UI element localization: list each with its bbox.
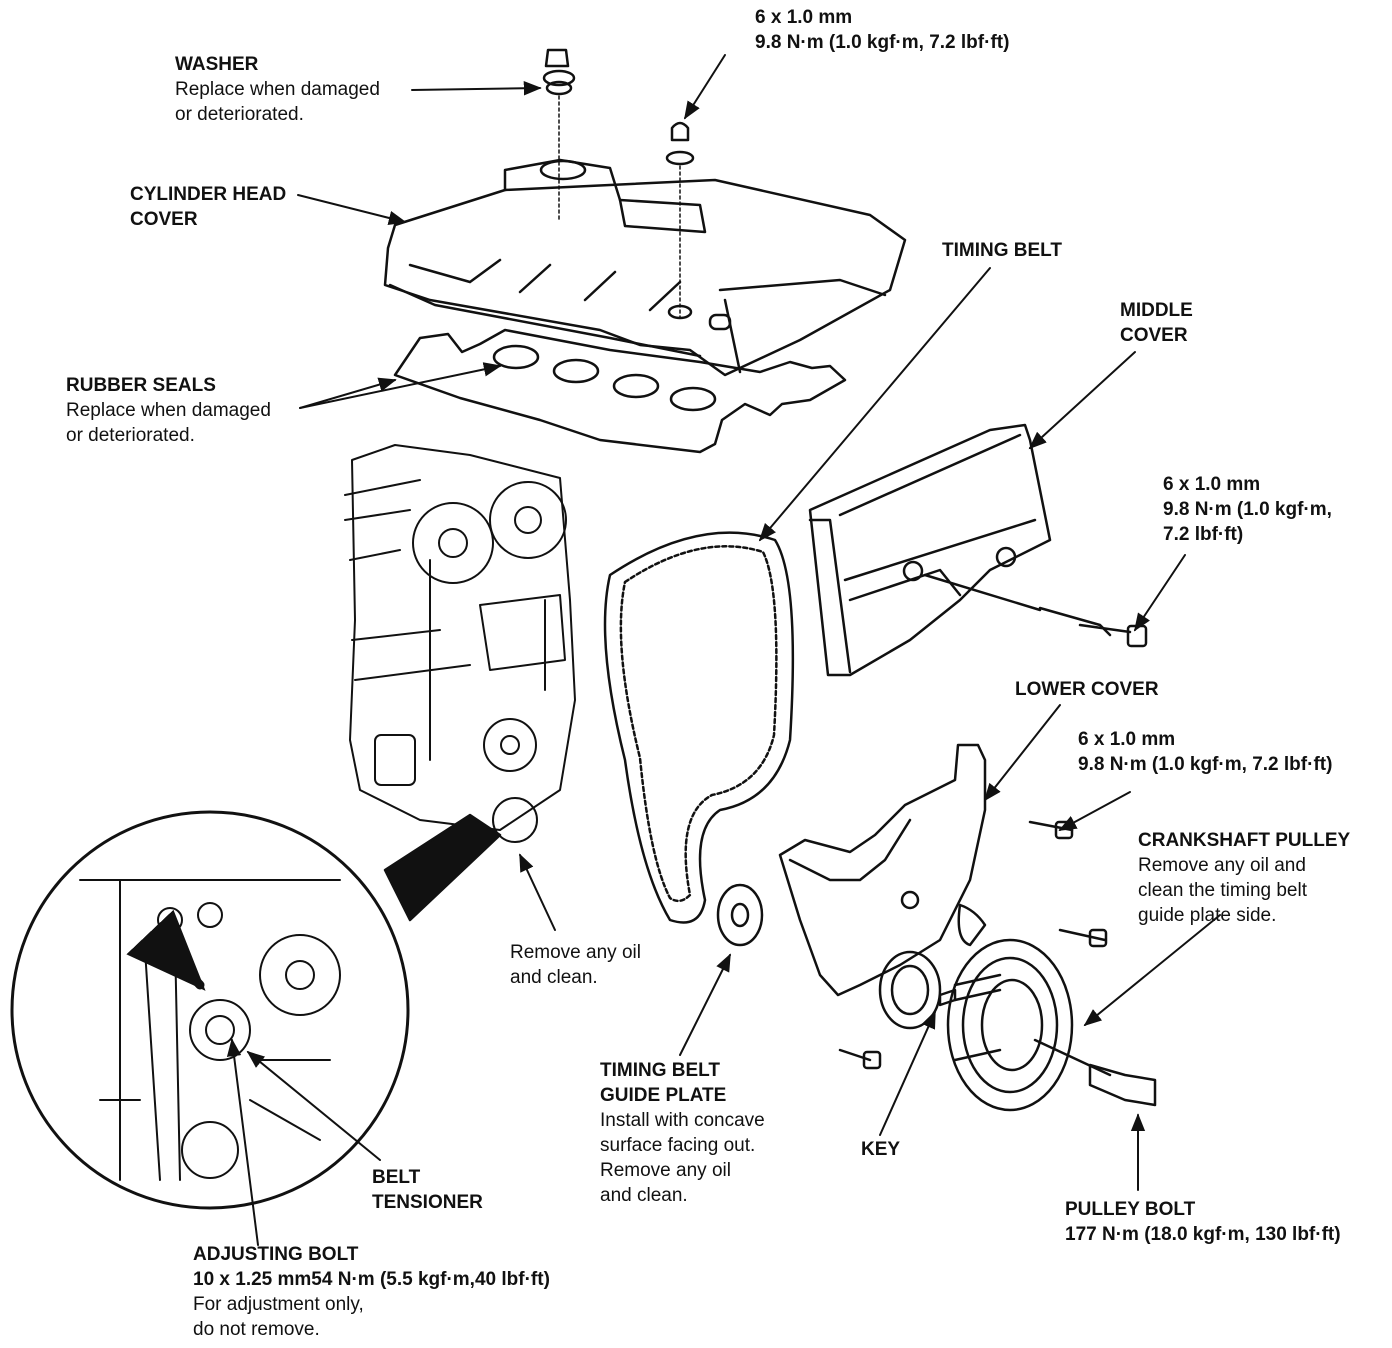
cylinder-head-cover-line-1: CYLINDER HEAD <box>130 184 287 205</box>
guide-plate-note-1: Install with concave <box>600 1110 765 1131</box>
key-label: KEY <box>861 1137 900 1162</box>
guide-plate-note-2: surface facing out. <box>600 1135 756 1156</box>
zoom-wedge <box>383 813 502 922</box>
belt-tensioner-line-2: TENSIONER <box>372 1192 483 1213</box>
inset-detail <box>10 810 410 1210</box>
cylinder-head-cover-label: CYLINDER HEAD COVER <box>130 182 286 232</box>
bolt-middle-spec: 6 x 1.0 mm 9.8 N·m (1.0 kgf·m, 7.2 lbf·f… <box>1163 472 1332 547</box>
washer-note-2: or deteriorated. <box>175 104 304 125</box>
rubber-seals-note-1: Replace when damaged <box>66 400 271 421</box>
cover-gasket <box>393 328 847 454</box>
guide-plate-note-3: Remove any oil <box>600 1160 731 1181</box>
guide-plate-line-1: TIMING BELT <box>600 1060 720 1081</box>
pulley-bolt-title: PULLEY BOLT <box>1065 1199 1196 1220</box>
key-title: KEY <box>861 1139 901 1160</box>
bolt-top-size: 6 x 1.0 mm <box>755 7 853 28</box>
middle-cover <box>808 423 1148 677</box>
timing-belt <box>603 531 795 924</box>
washer-title: WASHER <box>175 54 259 75</box>
crankshaft-pulley <box>938 938 1157 1112</box>
crankshaft-pulley-note-3: guide plate side. <box>1138 905 1277 926</box>
bolt-top-torque: 9.8 N·m (1.0 kgf·m, 7.2 lbf·ft) <box>755 32 1010 53</box>
bolt-lower-size: 6 x 1.0 mm <box>1078 729 1176 750</box>
bolt-lower-torque: 9.8 N·m (1.0 kgf·m, 7.2 lbf·ft) <box>1078 754 1333 775</box>
crankshaft-pulley-label: CRANKSHAFT PULLEY Remove any oil and cle… <box>1138 828 1350 928</box>
adjusting-bolt-spec: 10 x 1.25 mm54 N·m (5.5 kgf·m,40 lbf·ft) <box>193 1269 550 1290</box>
belt-tensioner-label: BELT TENSIONER <box>372 1165 483 1215</box>
belt-tensioner-line-1: BELT <box>372 1167 421 1188</box>
bolt-middle-torque-1: 9.8 N·m (1.0 kgf·m, <box>1163 499 1332 520</box>
washer-label: WASHER Replace when damaged or deteriora… <box>175 52 380 127</box>
adjusting-bolt-label: ADJUSTING BOLT 10 x 1.25 mm54 N·m (5.5 k… <box>193 1242 550 1342</box>
bolt-middle-size: 6 x 1.0 mm <box>1163 474 1261 495</box>
adjusting-bolt-note-1: For adjustment only, <box>193 1294 364 1315</box>
pulley-bolt-label: PULLEY BOLT 177 N·m (18.0 kgf·m, 130 lbf… <box>1065 1197 1341 1247</box>
crankshaft-pulley-note-2: clean the timing belt <box>1138 880 1307 901</box>
middle-cover-line-1: MIDDLE <box>1120 300 1193 321</box>
bolt-middle-torque-2: 7.2 lbf·ft) <box>1163 524 1244 545</box>
crankshaft-pulley-title: CRANKSHAFT PULLEY <box>1138 830 1351 851</box>
adjusting-bolt-note-2: do not remove. <box>193 1319 320 1340</box>
oil-clean-note-2: and clean. <box>510 967 598 988</box>
oil-clean-note-1: Remove any oil <box>510 942 641 963</box>
washer-note-1: Replace when damaged <box>175 79 380 100</box>
guide-plate-label: TIMING BELT GUIDE PLATE Install with con… <box>600 1058 765 1208</box>
timing-belt-title: TIMING BELT <box>942 240 1062 261</box>
rubber-seals-label: RUBBER SEALS Replace when damaged or det… <box>66 373 271 448</box>
timing-belt-label: TIMING BELT <box>942 238 1062 263</box>
cylinder-head-cover-line-2: COVER <box>130 209 198 230</box>
leader-lines <box>226 54 1221 1246</box>
bolt-top-spec: 6 x 1.0 mm 9.8 N·m (1.0 kgf·m, 7.2 lbf·f… <box>755 5 1009 55</box>
oil-clean-note: Remove any oil and clean. <box>510 940 641 990</box>
guide-plate-note-4: and clean. <box>600 1185 688 1206</box>
cylinder-head-cover <box>383 158 907 377</box>
rubber-seals-title: RUBBER SEALS <box>66 375 216 396</box>
bolt-lower-spec: 6 x 1.0 mm 9.8 N·m (1.0 kgf·m, 7.2 lbf·f… <box>1078 727 1332 777</box>
pulley-bolt-torque: 177 N·m (18.0 kgf·m, 130 lbf·ft) <box>1065 1224 1341 1245</box>
lower-cover-title: LOWER COVER <box>1015 679 1159 700</box>
cover-bolts <box>542 48 695 319</box>
crankshaft-pulley-note-1: Remove any oil and <box>1138 855 1306 876</box>
lower-cover-label: LOWER COVER <box>1015 677 1159 702</box>
guide-plate-line-2: GUIDE PLATE <box>600 1085 727 1106</box>
timing-belt-guide-plate <box>716 883 764 947</box>
rubber-seals-note-2: or deteriorated. <box>66 425 195 446</box>
middle-cover-line-2: COVER <box>1120 325 1188 346</box>
engine-block <box>344 444 576 843</box>
middle-cover-label: MIDDLE COVER <box>1120 298 1193 348</box>
adjusting-bolt-title: ADJUSTING BOLT <box>193 1244 359 1265</box>
